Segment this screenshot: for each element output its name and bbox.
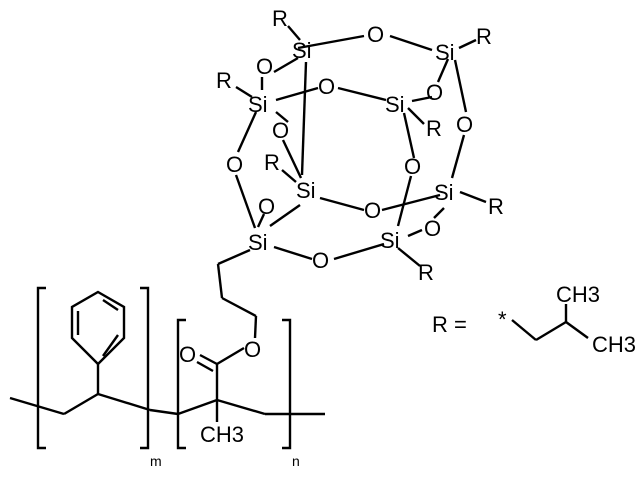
cage-bonds xyxy=(234,25,487,267)
o-atom: O xyxy=(364,198,381,223)
si-atom: Si xyxy=(435,40,455,65)
r-group: R xyxy=(476,24,492,49)
propyl-linker xyxy=(196,248,258,400)
si-atom: Si xyxy=(248,92,268,117)
methyl-group: CH3 xyxy=(200,422,244,447)
r-group: R xyxy=(272,6,288,31)
r-group-legend: R = * CH3 CH3 xyxy=(432,282,636,357)
o-atom: O xyxy=(258,194,275,219)
ester-oxygen: O xyxy=(244,337,261,362)
o-atom: O xyxy=(272,118,289,143)
ch3-right: CH3 xyxy=(592,332,636,357)
si-atom: Si xyxy=(248,230,268,255)
r-group: R xyxy=(418,260,434,285)
o-atom: O xyxy=(312,248,329,273)
r-group: R xyxy=(264,150,280,175)
r-group: R xyxy=(216,68,232,93)
polymer-backbone xyxy=(9,364,325,422)
r-group: R xyxy=(488,194,504,219)
r-equals-label: R = xyxy=(432,312,467,337)
si-atom: Si xyxy=(434,180,454,205)
ch3-top: CH3 xyxy=(556,282,600,307)
o-atom: O xyxy=(367,22,384,47)
subscript-m: m xyxy=(150,453,162,469)
o-atom: O xyxy=(226,152,243,177)
repeat-bracket-m xyxy=(36,286,150,450)
o-atom: O xyxy=(256,54,273,79)
si-atom: Si xyxy=(385,92,405,117)
carbonyl-oxygen: O xyxy=(179,342,196,367)
phenyl-ring xyxy=(70,290,126,366)
si-atom: Si xyxy=(292,38,312,63)
r-group: R xyxy=(426,116,442,141)
si-atom: Si xyxy=(296,178,316,203)
o-atom: O xyxy=(404,154,421,179)
si-atom: Si xyxy=(380,228,400,253)
repeat-bracket-n xyxy=(176,318,292,450)
o-atom: O xyxy=(456,112,473,137)
attachment-asterisk: * xyxy=(498,307,507,332)
o-atom: O xyxy=(318,74,335,99)
o-atom: O xyxy=(426,80,443,105)
cage-atoms: Si Si Si Si Si Si Si Si O O O O O O O O … xyxy=(216,6,504,285)
o-atom: O xyxy=(424,216,441,241)
subscript-n: n xyxy=(292,453,300,469)
